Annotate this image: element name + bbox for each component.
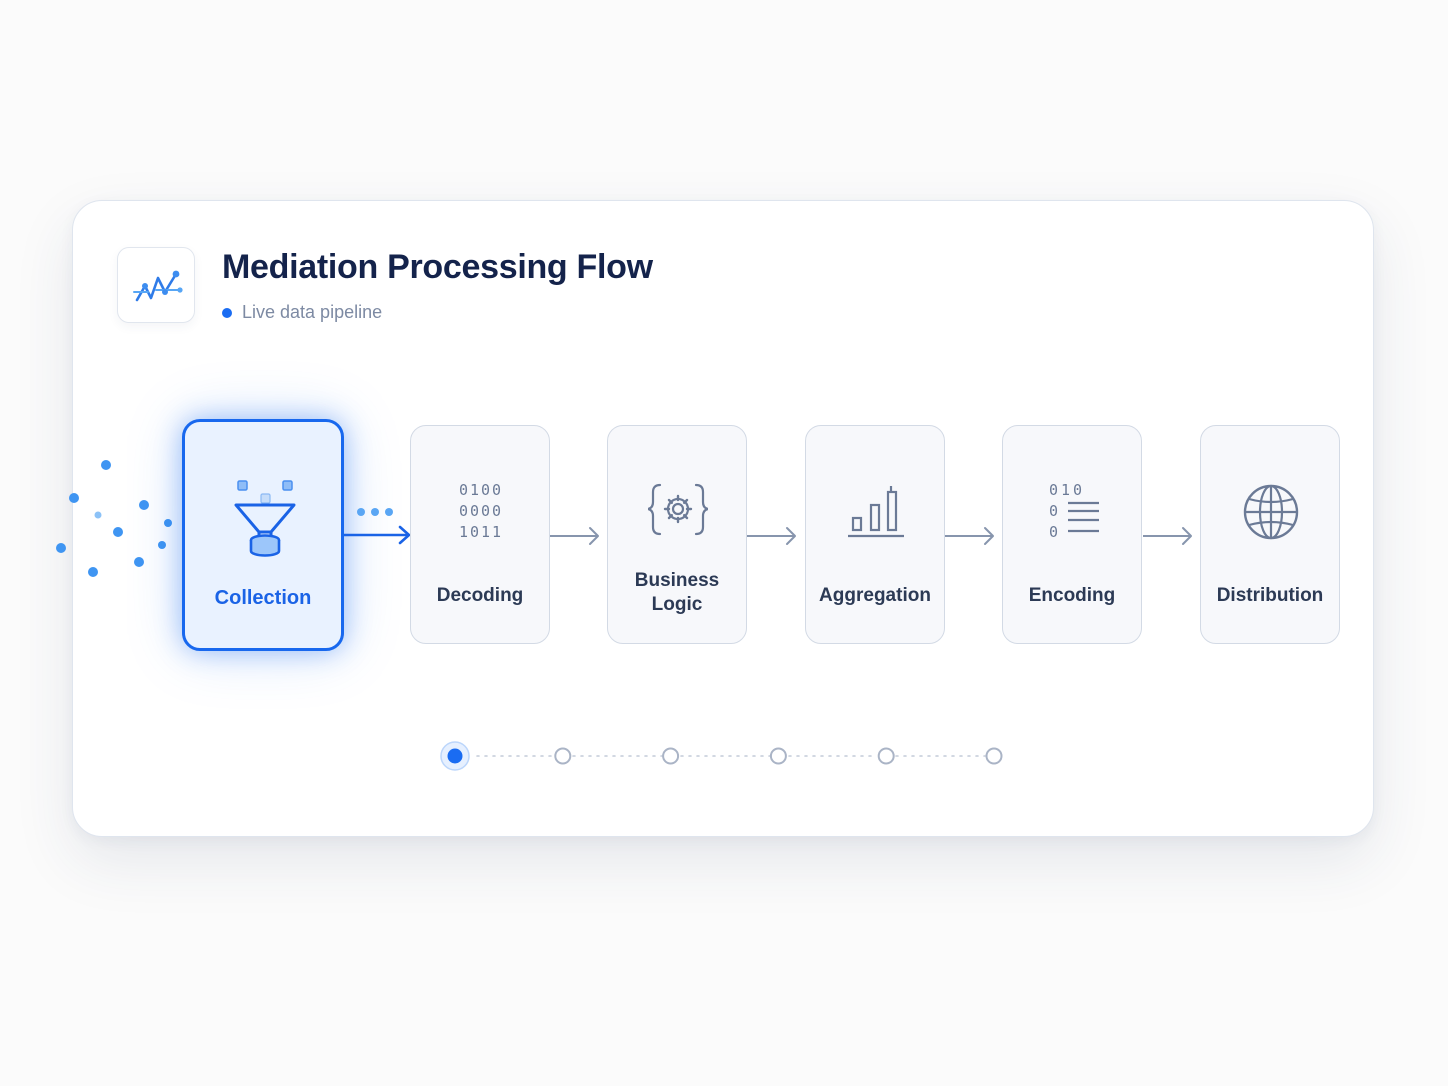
stage-collection[interactable]: Collection	[182, 419, 344, 651]
step-dot[interactable]	[554, 747, 572, 765]
stage-label-line: Business	[634, 570, 720, 591]
active-connector-arrow	[344, 508, 411, 545]
step-dot[interactable]	[769, 747, 787, 765]
stage-distribution[interactable]: Distribution	[1200, 425, 1340, 644]
encoding-row: 0	[1049, 523, 1058, 541]
globe-icon	[1243, 484, 1299, 540]
stage-label: Encoding	[1028, 585, 1116, 606]
funnel-icon	[234, 480, 296, 557]
binary-icon: 0100 0000 1011	[459, 482, 503, 541]
logo-badge	[117, 247, 195, 323]
encoding-row: 0	[1049, 502, 1058, 520]
stage-business-logic[interactable]: Business Logic	[607, 425, 747, 644]
connector-arrow	[550, 527, 599, 545]
connector-arrow	[747, 527, 796, 545]
binary-row: 0000	[459, 502, 503, 520]
encoding-row: 010	[1049, 482, 1085, 499]
stage-encoding[interactable]: 010 0 0 Encoding	[1002, 425, 1142, 644]
step-dot[interactable]	[877, 747, 895, 765]
step-dot-active[interactable]	[447, 748, 463, 764]
stage-label: Aggregation	[819, 585, 931, 606]
stage-label: Distribution	[1216, 585, 1324, 606]
progress-stepper	[440, 741, 1003, 771]
stage-label: Decoding	[436, 585, 524, 606]
binary-row: 0100	[459, 482, 503, 499]
stage-decoding[interactable]: 0100 0000 1011 Decoding	[410, 425, 550, 644]
step-dot[interactable]	[662, 747, 680, 765]
stage-aggregation[interactable]: Aggregation	[805, 425, 945, 644]
stage-label-line: Logic	[651, 594, 703, 615]
page-title: Mediation Processing Flow	[222, 248, 653, 286]
binary-row: 1011	[459, 523, 503, 541]
status-subtitle: Live data pipeline	[242, 302, 383, 322]
live-status-dot	[222, 308, 232, 318]
encoded-list-icon: 010 0 0	[1049, 482, 1099, 541]
stage-label: Collection	[214, 587, 312, 609]
line-chart-icon	[133, 270, 183, 302]
bar-chart-icon	[848, 486, 904, 538]
connector-arrow	[1143, 527, 1192, 545]
connector-arrow	[945, 527, 994, 545]
incoming-data-particles	[9, 460, 183, 593]
stage-label: Business Logic	[608, 569, 746, 617]
code-gear-icon	[648, 483, 708, 536]
step-dot[interactable]	[985, 747, 1003, 765]
